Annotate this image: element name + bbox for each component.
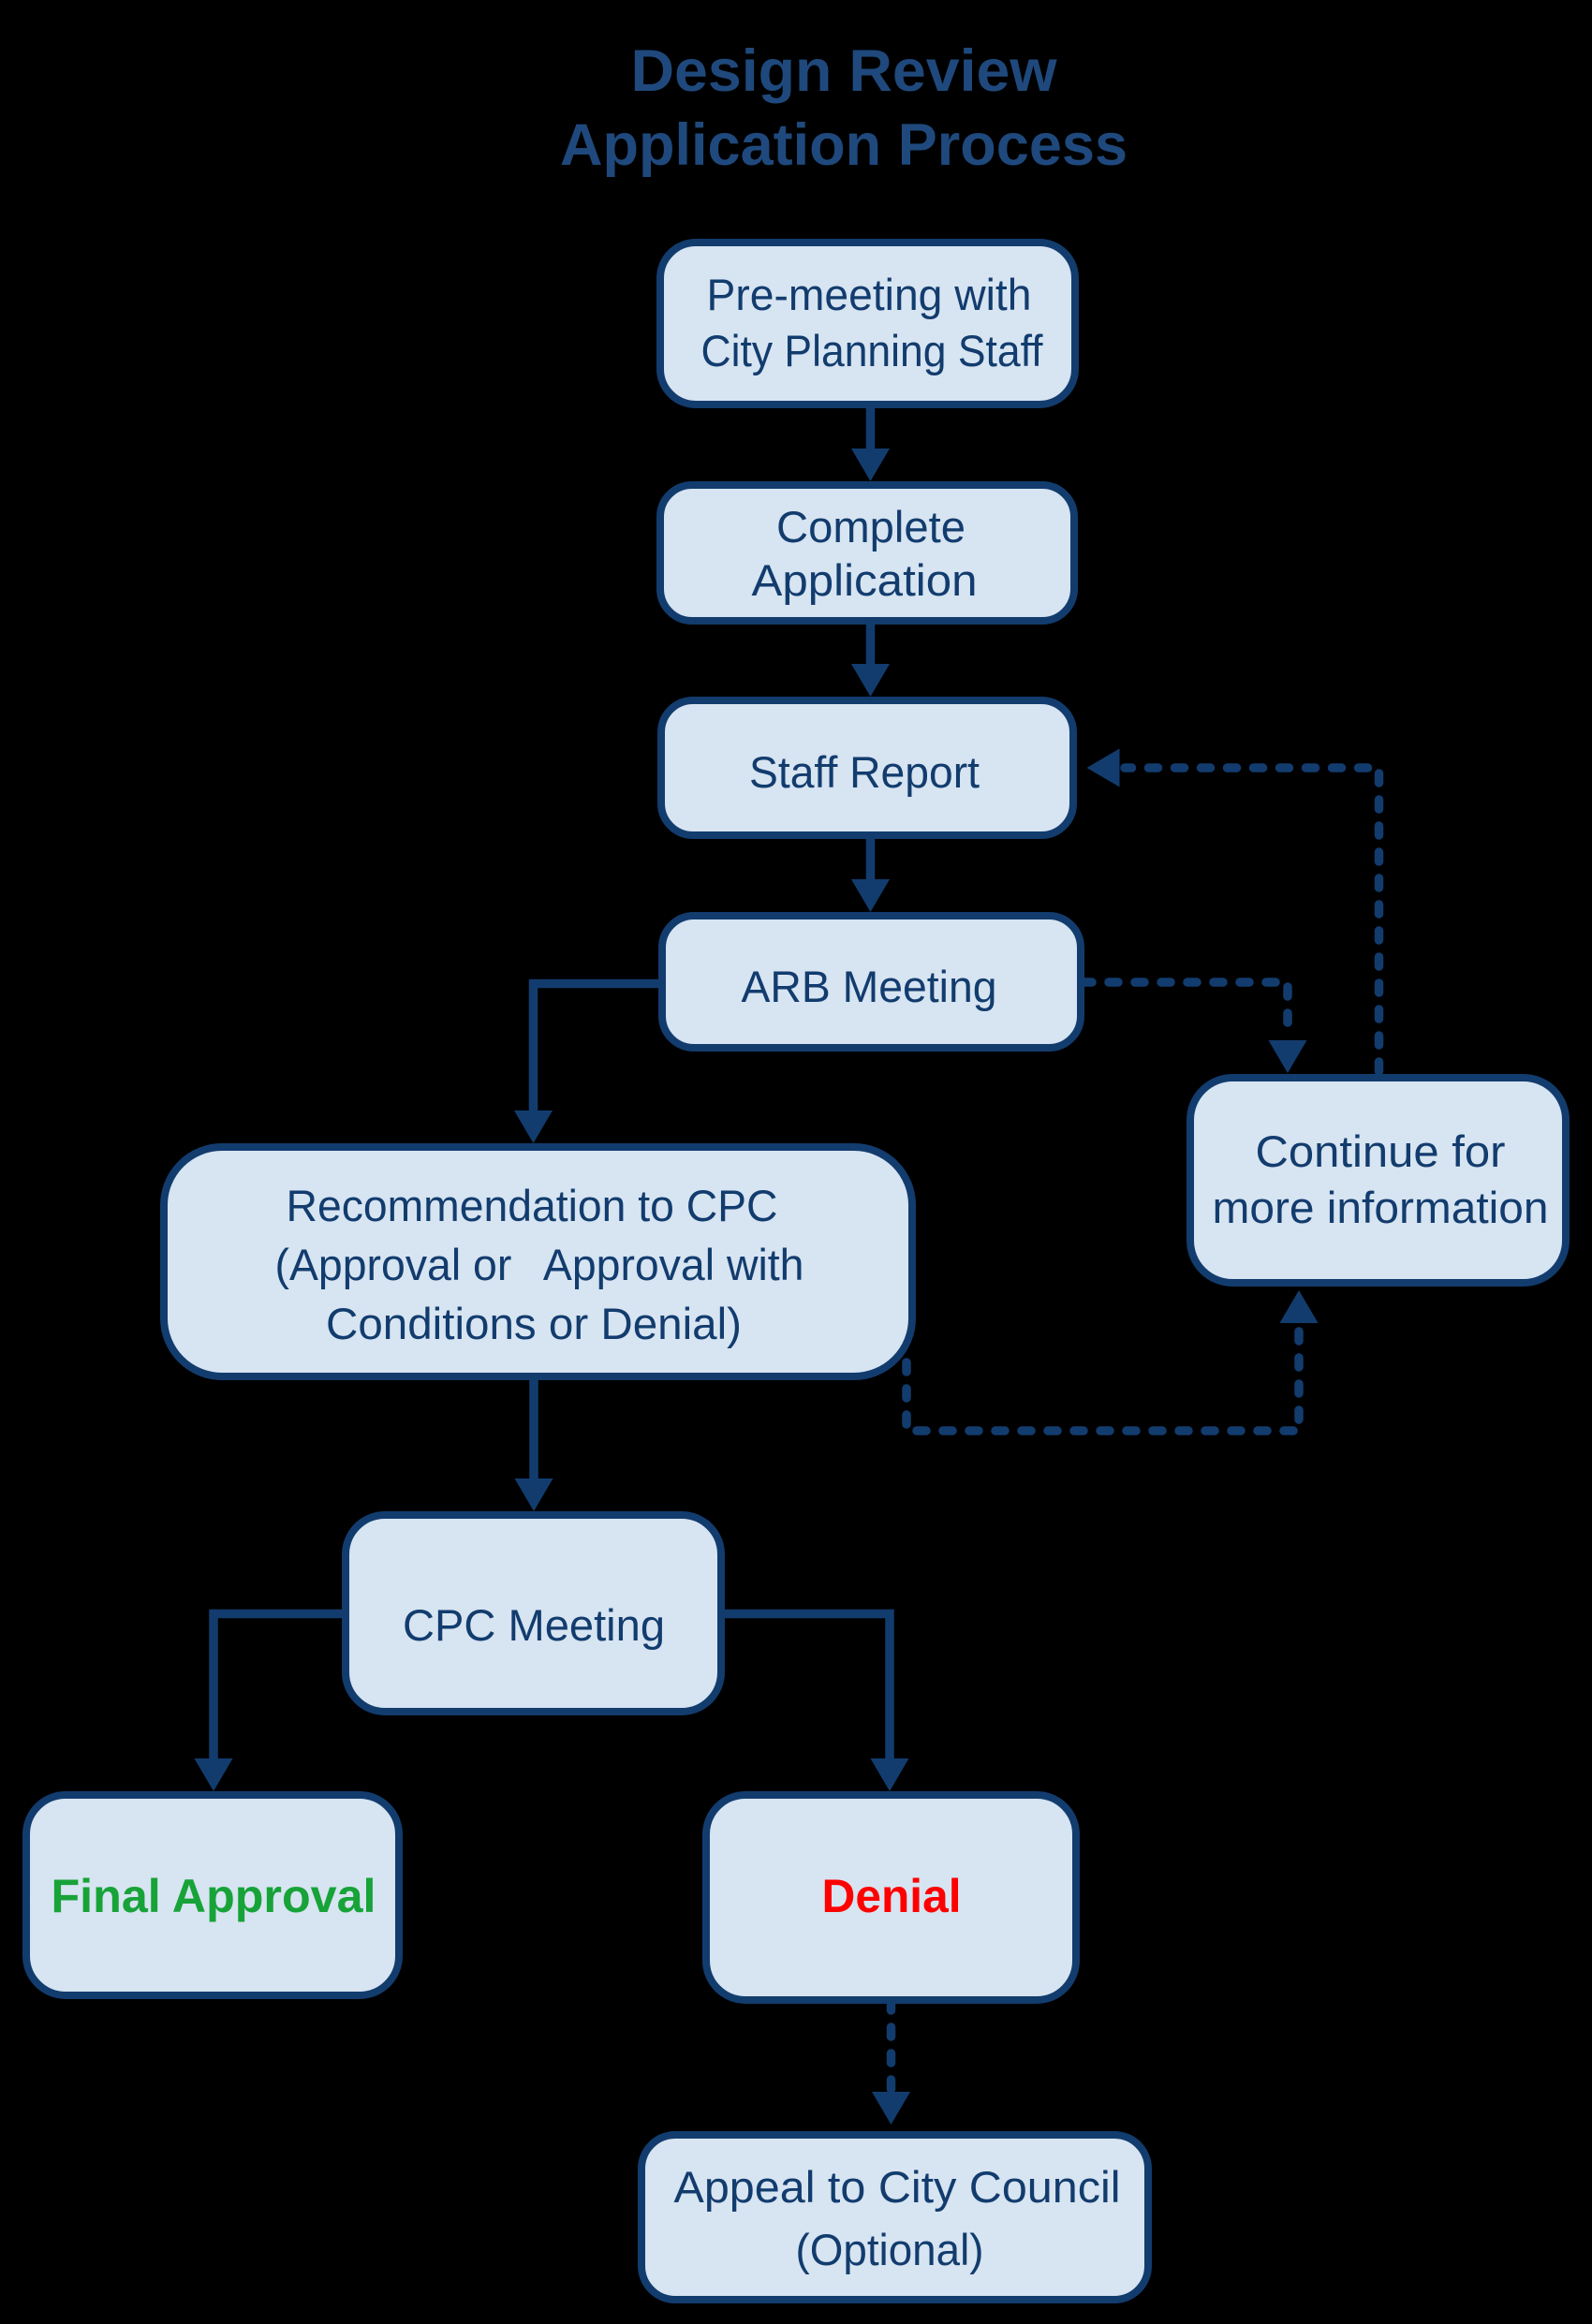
svg-text:more information: more information [1213, 1183, 1549, 1232]
svg-text:Conditions or Denial): Conditions or Denial) [326, 1299, 742, 1348]
svg-text:Design Review: Design Review [631, 38, 1058, 104]
svg-text:Appeal to City Council: Appeal to City Council [674, 2162, 1121, 2212]
svg-text:Application Process: Application Process [560, 112, 1128, 178]
svg-text:CPC Meeting: CPC Meeting [403, 1600, 665, 1650]
svg-text:Continue for: Continue for [1256, 1126, 1506, 1176]
svg-text:(Approval or Approval with: (Approval or Approval with [275, 1240, 804, 1289]
svg-text:Final Approval: Final Approval [52, 1870, 376, 1922]
svg-text:Staff Report: Staff Report [749, 747, 980, 797]
svg-text:City Planning Staff: City Planning Staff [701, 326, 1044, 375]
svg-text:Pre-meeting with: Pre-meeting with [707, 270, 1032, 319]
svg-text:Denial: Denial [822, 1870, 962, 1922]
svg-text:Application: Application [752, 555, 978, 605]
svg-text:Complete: Complete [776, 502, 966, 552]
svg-text:Recommendation to CPC: Recommendation to CPC [287, 1181, 778, 1230]
svg-text:(Optional): (Optional) [796, 2225, 984, 2274]
svg-text:ARB Meeting: ARB Meeting [742, 962, 997, 1011]
